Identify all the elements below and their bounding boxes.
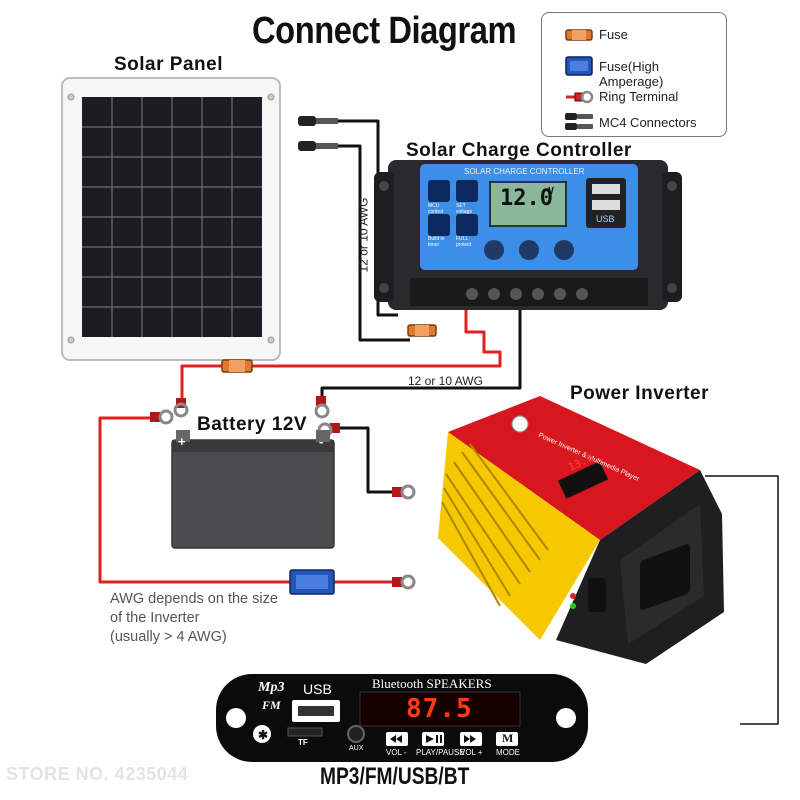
full-protect-label: FULL protect bbox=[456, 236, 472, 248]
ring-terminal-icon bbox=[566, 90, 594, 104]
legend-item-mc4: MC4 Connectors bbox=[542, 113, 726, 133]
legend-box: Fuse Fuse(High Amperage) Ring Terminal bbox=[541, 12, 727, 137]
fm-frequency-display: 87.5 bbox=[406, 694, 473, 724]
charge-controller-label: Solar Charge Controller bbox=[406, 140, 632, 161]
legend-item-fuse: Fuse bbox=[542, 25, 726, 45]
fuse bbox=[407, 324, 437, 337]
high-amperage-fuse-icon bbox=[565, 56, 593, 76]
svg-text:+: + bbox=[178, 434, 186, 449]
awg-note-line1: AWG depends on the size bbox=[110, 591, 278, 607]
mode-key-label: M bbox=[502, 731, 514, 745]
fm-logo: FM bbox=[262, 698, 281, 712]
tf-slot-label: TF bbox=[298, 738, 308, 747]
controller-usb-label: USB bbox=[596, 214, 615, 224]
mc4-connector-icon bbox=[565, 113, 593, 130]
controller-voltage-unit: V bbox=[548, 186, 555, 197]
battery-negative-to-inverter bbox=[330, 426, 400, 494]
mp3-logo: Mp3 bbox=[258, 680, 285, 695]
bluetooth-icon: ✱ bbox=[258, 728, 269, 742]
usb-port-label: USB bbox=[303, 681, 332, 697]
play-pause-label: PLAY/PAUSE bbox=[416, 748, 465, 757]
vol-down-label: VOL - bbox=[386, 748, 407, 757]
solar-panel bbox=[61, 77, 281, 361]
mc4-connector bbox=[298, 116, 338, 151]
battery: + - bbox=[171, 430, 335, 549]
mp3-caption: MP3/FM/USB/BT bbox=[320, 763, 470, 790]
awg-note-line3: (usually > 4 AWG) bbox=[110, 629, 227, 645]
fuse bbox=[221, 359, 253, 373]
awg-note-line2: of the Inverter bbox=[110, 610, 200, 626]
fuse-icon bbox=[565, 29, 593, 41]
legend-label: Fuse(High Amperage) bbox=[599, 59, 664, 89]
solar-panel-label: Solar Panel bbox=[114, 54, 223, 75]
controller-voltage-reading: 12.0 bbox=[500, 186, 553, 211]
aux-port-label: AUX bbox=[349, 745, 364, 752]
legend-label: Ring Terminal bbox=[599, 89, 679, 104]
mode-label: MODE bbox=[496, 748, 520, 757]
diagram-title: Connect Diagram bbox=[252, 10, 517, 52]
timer-label: Build in timer bbox=[428, 236, 445, 248]
high-amperage-fuse bbox=[289, 569, 335, 595]
legend-label: Fuse bbox=[599, 27, 628, 42]
set-voltage-label: SET voltage bbox=[456, 203, 473, 215]
ring-terminal bbox=[150, 396, 416, 590]
panel-wire-bottom bbox=[338, 144, 410, 342]
awg-label-vertical: 12 or 10 AWG bbox=[356, 197, 371, 273]
svg-text:-: - bbox=[319, 434, 323, 449]
inverter-to-player-wire bbox=[705, 475, 779, 725]
power-inverter bbox=[438, 396, 724, 664]
vol-up-label: VOL + bbox=[460, 748, 483, 757]
legend-label: MC4 Connectors bbox=[599, 115, 697, 130]
battery-label: Battery 12V bbox=[197, 414, 308, 435]
controller-header: SOLAR CHARGE CONTROLLER bbox=[464, 167, 585, 176]
battery-positive-to-inverter bbox=[98, 416, 292, 584]
awg-label-horizontal: 12 or 10 AWG bbox=[408, 374, 483, 388]
bluetooth-speakers-header: Bluetooth SPEAKERS bbox=[372, 676, 492, 691]
mcu-control-label: MCU control bbox=[428, 203, 444, 215]
store-watermark: STORE NO. 4235044 bbox=[6, 764, 189, 784]
legend-item-high-amp-fuse: Fuse(High Amperage) bbox=[542, 56, 726, 89]
solar-charge-controller bbox=[374, 160, 682, 310]
mp3-player-module bbox=[216, 674, 588, 762]
controller-to-battery-negative bbox=[320, 305, 522, 404]
legend-item-ring-terminal: Ring Terminal bbox=[542, 87, 726, 107]
power-inverter-label: Power Inverter bbox=[570, 383, 709, 404]
